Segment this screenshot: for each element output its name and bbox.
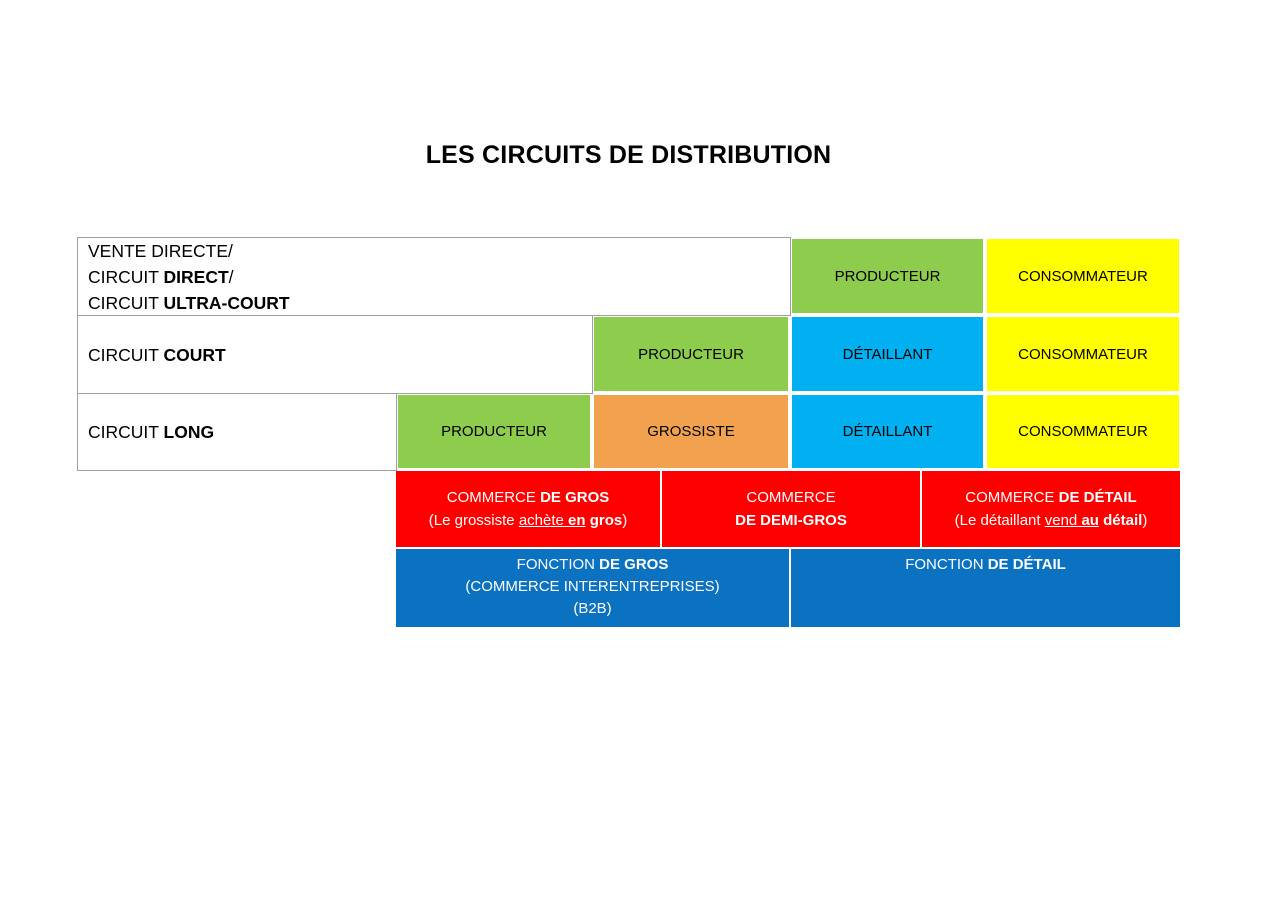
cell-fonction-de-detail: FONCTION DE DÉTAIL [791, 549, 1180, 627]
label-line: CIRCUIT LONG [88, 422, 215, 442]
cell-producteur-long: PRODUCTEUR [398, 395, 590, 468]
cell-producteur-court: PRODUCTEUR [594, 317, 788, 391]
cell-detaillant-court: DÉTAILLANT [792, 317, 983, 391]
red-line: COMMERCE DE DÉTAIL [965, 489, 1137, 506]
cell-detaillant-long: DÉTAILLANT [792, 395, 983, 468]
fn-line: FONCTION DE DÉTAIL [905, 556, 1066, 573]
label-line: CIRCUIT DIRECT/ [88, 266, 234, 287]
label-line: CIRCUIT COURT [88, 344, 226, 365]
cell-grossiste-long: GROSSISTE [594, 395, 788, 468]
cell-commerce-demi-gros: COMMERCE DE DEMI-GROS [662, 471, 920, 547]
red-line: (Le grossiste achète en gros) [428, 512, 628, 529]
cell-producteur-direct: PRODUCTEUR [792, 239, 983, 313]
cell-fonction-de-gros: FONCTION DE GROS (COMMERCE INTERENTREPRI… [396, 549, 789, 627]
red-line: (Le détaillant vend au détail) [954, 512, 1148, 529]
red-line: COMMERCE [746, 489, 836, 506]
red-line: COMMERCE DE GROS [446, 489, 610, 506]
fn-line: (B2B) [573, 600, 612, 617]
cell-commerce-de-detail: COMMERCE DE DÉTAIL (Le détaillant vend a… [922, 471, 1180, 547]
label-circuit-long: CIRCUIT LONG [77, 393, 397, 471]
fn-line: (COMMERCE INTERENTREPRISES) [465, 578, 720, 595]
cell-consommateur-direct: CONSOMMATEUR [987, 239, 1179, 313]
cell-commerce-de-gros: COMMERCE DE GROS (Le grossiste achète en… [396, 471, 660, 547]
label-circuit-direct: VENTE DIRECTE/ CIRCUIT DIRECT/ CIRCUIT U… [77, 237, 791, 316]
fn-line: FONCTION DE GROS [516, 556, 669, 573]
cell-consommateur-court: CONSOMMATEUR [987, 317, 1179, 391]
red-line: DE DEMI-GROS [735, 512, 847, 529]
cell-consommateur-long: CONSOMMATEUR [987, 395, 1179, 468]
label-line: VENTE DIRECTE/ [88, 240, 233, 261]
label-circuit-court: CIRCUIT COURT [77, 315, 593, 394]
label-line: CIRCUIT ULTRA-COURT [88, 292, 290, 313]
page-title: LES CIRCUITS DE DISTRIBUTION [425, 141, 832, 169]
